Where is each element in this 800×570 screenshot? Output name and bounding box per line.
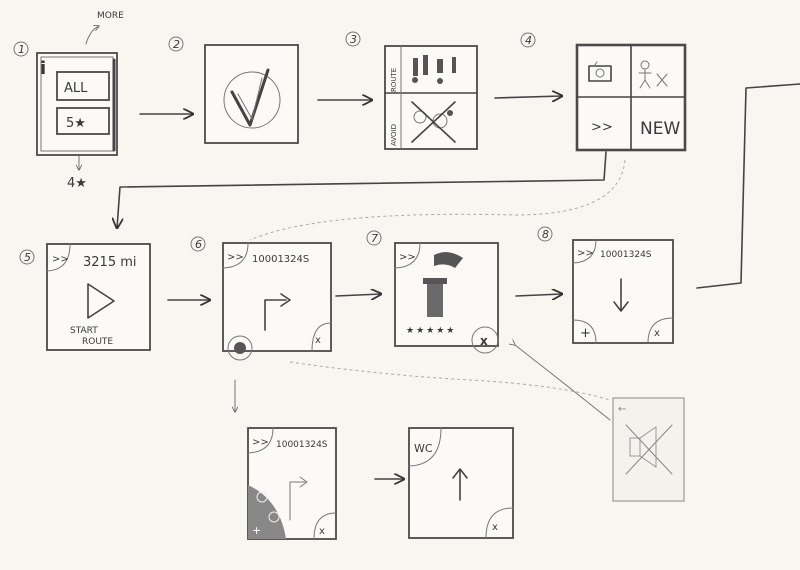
svg-text:1: 1 [18,43,25,56]
svg-text:ROUTE: ROUTE [390,68,398,92]
play-icon[interactable] [87,283,115,319]
svg-text:5★: 5★ [66,116,86,131]
close-button[interactable]: x [654,328,660,339]
back-button[interactable]: ← [618,404,626,415]
svg-text:6: 6 [195,238,202,251]
screen-6-turn-right: >> 10001324S x [222,242,332,361]
all-button[interactable] [56,71,110,101]
more-annotation: MORE [97,11,124,21]
step-number-8: 8 [537,226,553,242]
distance-label: 3215 mi [83,255,137,270]
screen-11-mute: ← [612,397,685,502]
svg-text:5: 5 [24,251,31,264]
svg-text:8: 8 [542,228,549,241]
svg-text:3: 3 [350,33,357,46]
screen-7-rating: >> ★★★★★ x [394,242,499,354]
svg-text:AVOID: AVOID [390,124,398,146]
screen-3-route-preferences: ROUTE AVOID [384,45,478,150]
svg-text:7: 7 [371,232,378,245]
route-label[interactable]: ROUTE [82,337,113,347]
screen-2-confirm [204,44,299,144]
step-number-5: 5 [19,249,35,265]
flow-arrow-6-7 [335,294,381,296]
add-button[interactable]: + [580,326,591,341]
distance-label: 10001324S [600,250,652,260]
close-button[interactable]: x [319,526,325,537]
close-button[interactable]: x [492,522,498,533]
flow-arrow-7-11 [515,345,611,421]
speaker-muted-icon [625,424,673,475]
landmark-icon [423,252,463,317]
skip-button[interactable]: >> [227,252,244,263]
route-preference-icons[interactable] [412,55,456,84]
step-number-7: 7 [366,230,382,246]
close-button[interactable]: x [480,334,488,348]
skip-button[interactable]: >> [577,248,594,259]
rating-annotation: 4★ [67,176,87,191]
add-button[interactable]: + [252,524,261,537]
wc-label: WC [414,442,433,455]
step-number-1: 1 [13,41,29,57]
screen-9-map-menu: >> 10001324S + x [247,427,337,540]
flow-ghost-return [249,159,626,241]
screen-10-wc: WC x [408,427,514,539]
rating-stars[interactable]: ★★★★★ [406,326,456,336]
flow-arrow-7-8 [515,294,562,296]
flow-ghost-back [289,361,611,401]
step-number-4: 4 [520,32,536,48]
compass-icon[interactable] [227,335,253,361]
info-icon[interactable]: i [40,58,46,79]
skip-button[interactable]: >> [252,437,269,448]
distance-label: 10001324S [252,254,309,265]
new-button[interactable]: NEW [640,119,680,139]
avoid-preference-icons[interactable] [411,101,456,143]
svg-text:2: 2 [173,38,180,51]
skip-button[interactable]: >> [591,120,613,135]
svg-text:4: 4 [525,34,532,47]
flow-line-exit [696,83,800,289]
distance-label: 10001324S [276,440,328,450]
step-number-2: 2 [168,36,184,52]
step-number-6: 6 [190,236,206,252]
svg-text:ALL: ALL [64,81,88,96]
step-number-3: 3 [345,31,361,47]
rating-button[interactable] [56,107,110,135]
flow-arrow-3-4 [494,96,562,98]
start-label[interactable]: START [70,326,98,336]
screen-5-start-route: >> 3215 mi START ROUTE [46,243,151,351]
turn-right-arrow-icon [264,299,287,331]
screen-1-filter: i MORE ALL 5★ 4★ [36,11,124,191]
camera-icon[interactable] [588,61,612,82]
screen-4-options-grid: >> NEW [575,43,687,152]
skip-button[interactable]: >> [52,254,69,265]
people-icon[interactable] [638,60,668,89]
screen-8-go-straight: >> 10001324S + x [572,239,674,344]
close-button[interactable]: x [315,335,321,346]
skip-button[interactable]: >> [399,252,416,263]
flow-arrow-4-5 [117,151,607,228]
